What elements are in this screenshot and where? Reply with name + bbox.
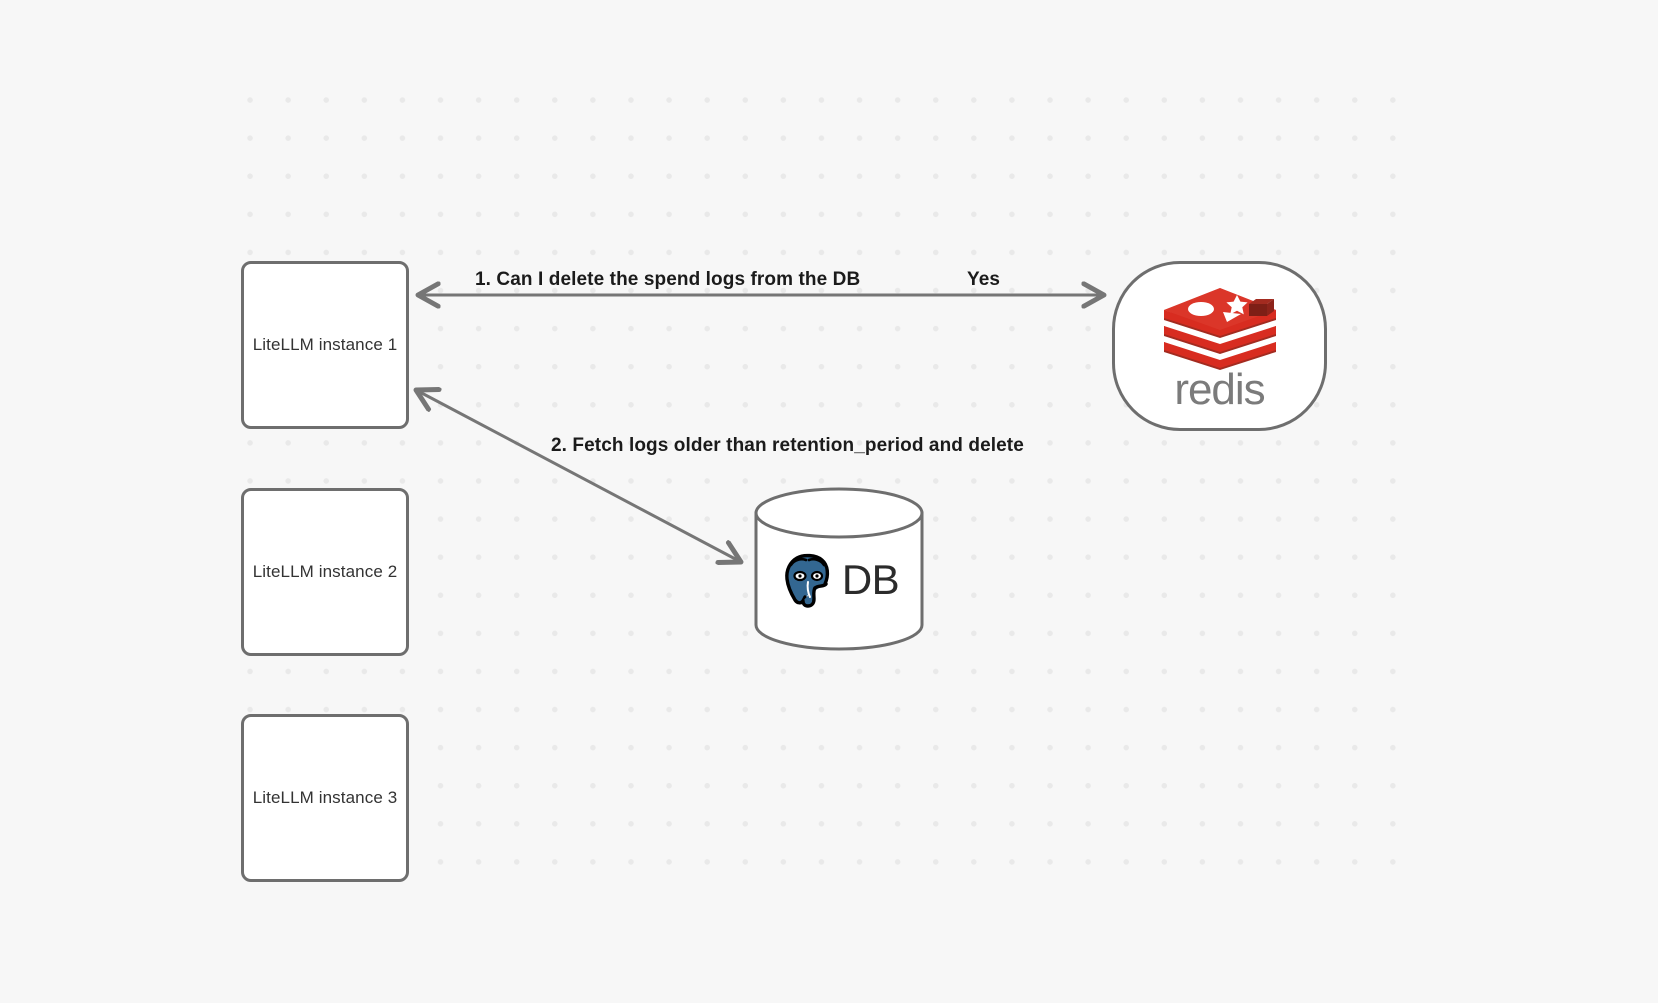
edge-litellm1-db[interactable] — [416, 390, 741, 562]
node-litellm-instance-1-label: LiteLLM instance 1 — [252, 335, 398, 354]
db-cylinder-shape — [754, 487, 924, 651]
redis-wordmark: redis — [1174, 365, 1265, 414]
node-litellm-instance-2[interactable]: LiteLLM instance 2 — [241, 488, 409, 656]
node-redis[interactable]: redis — [1112, 261, 1327, 431]
redis-logo-wrap: redis — [1161, 284, 1279, 412]
redis-stack-icon — [1163, 288, 1276, 370]
postgresql-elephant-icon — [784, 553, 829, 608]
edge-label-step-2: 2. Fetch logs older than retention_perio… — [551, 435, 1024, 456]
node-litellm-instance-2-label: LiteLLM instance 2 — [252, 562, 398, 581]
edge-label-step-1-answer: Yes — [967, 269, 1001, 290]
node-litellm-instance-3-label: LiteLLM instance 3 — [252, 788, 398, 807]
node-litellm-instance-3[interactable]: LiteLLM instance 3 — [241, 714, 409, 882]
node-db[interactable]: DB — [753, 487, 925, 651]
db-label-wrap: DB — [753, 488, 925, 650]
db-text: DB — [841, 556, 900, 603]
edge-label-step-1: 1. Can I delete the spend logs from the … — [475, 269, 861, 290]
node-litellm-instance-1[interactable]: LiteLLM instance 1 — [241, 261, 409, 429]
